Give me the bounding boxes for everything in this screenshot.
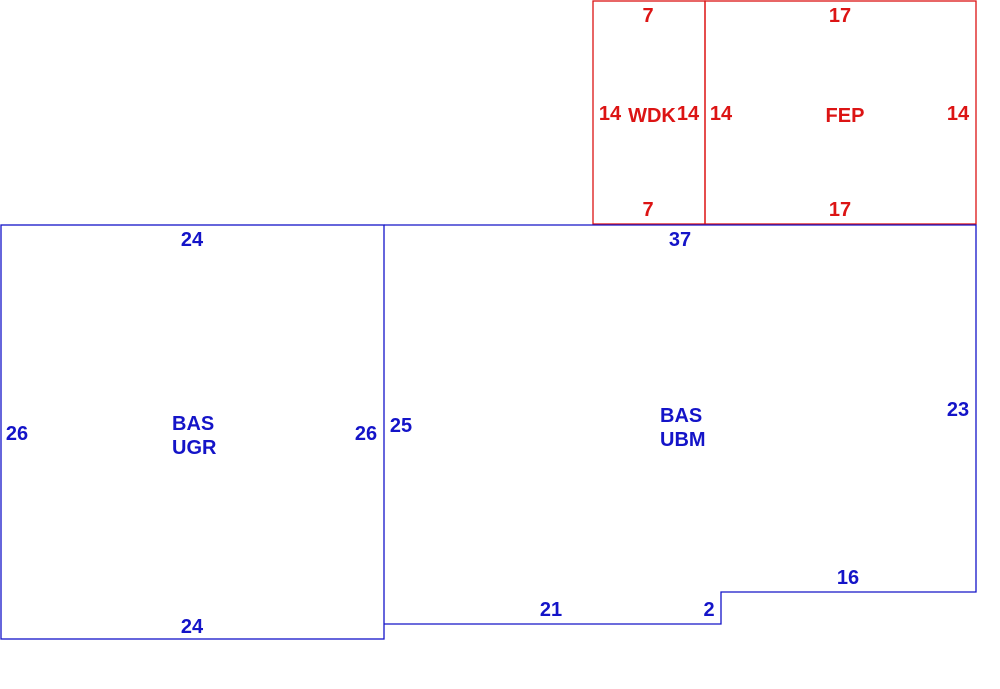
ubm-right-dimension: 23 [947, 399, 969, 421]
fep-area-code: FEP [826, 105, 865, 127]
ubm-bottom-right-dimension: 16 [837, 567, 859, 589]
ugr-top-dimension: 24 [181, 229, 204, 251]
wdk-area-code: WDK [628, 105, 676, 127]
fep-top-dimension: 17 [829, 5, 851, 27]
fep-left-dimension: 14 [710, 103, 733, 125]
fep-bottom-dimension: 17 [829, 199, 851, 221]
ugr-area-code-line1: BAS [172, 413, 214, 435]
wdk-bottom-dimension: 7 [642, 199, 653, 221]
wdk-right-dimension: 14 [677, 103, 700, 125]
fep-outline [704, 0, 977, 225]
ugr-left-dimension: 26 [6, 423, 28, 445]
ugr-area-code-line2: UGR [172, 437, 217, 459]
bas-ugr-outline [0, 224, 385, 640]
fep-right-dimension: 14 [947, 103, 970, 125]
ubm-left-dimension: 25 [390, 415, 412, 437]
ugr-right-dimension: 26 [355, 423, 377, 445]
ubm-area-code-line2: UBM [660, 429, 706, 451]
bas-ubm-outline [384, 224, 977, 625]
ubm-bottom-left-dimension: 21 [540, 599, 562, 621]
wdk-top-dimension: 7 [642, 5, 653, 27]
ubm-area-code-line1: BAS [660, 405, 702, 427]
ugr-bottom-dimension: 24 [181, 616, 204, 638]
ubm-step-dimension: 2 [703, 599, 714, 621]
ubm-top-dimension: 37 [669, 229, 691, 251]
wdk-left-dimension: 14 [599, 103, 622, 125]
